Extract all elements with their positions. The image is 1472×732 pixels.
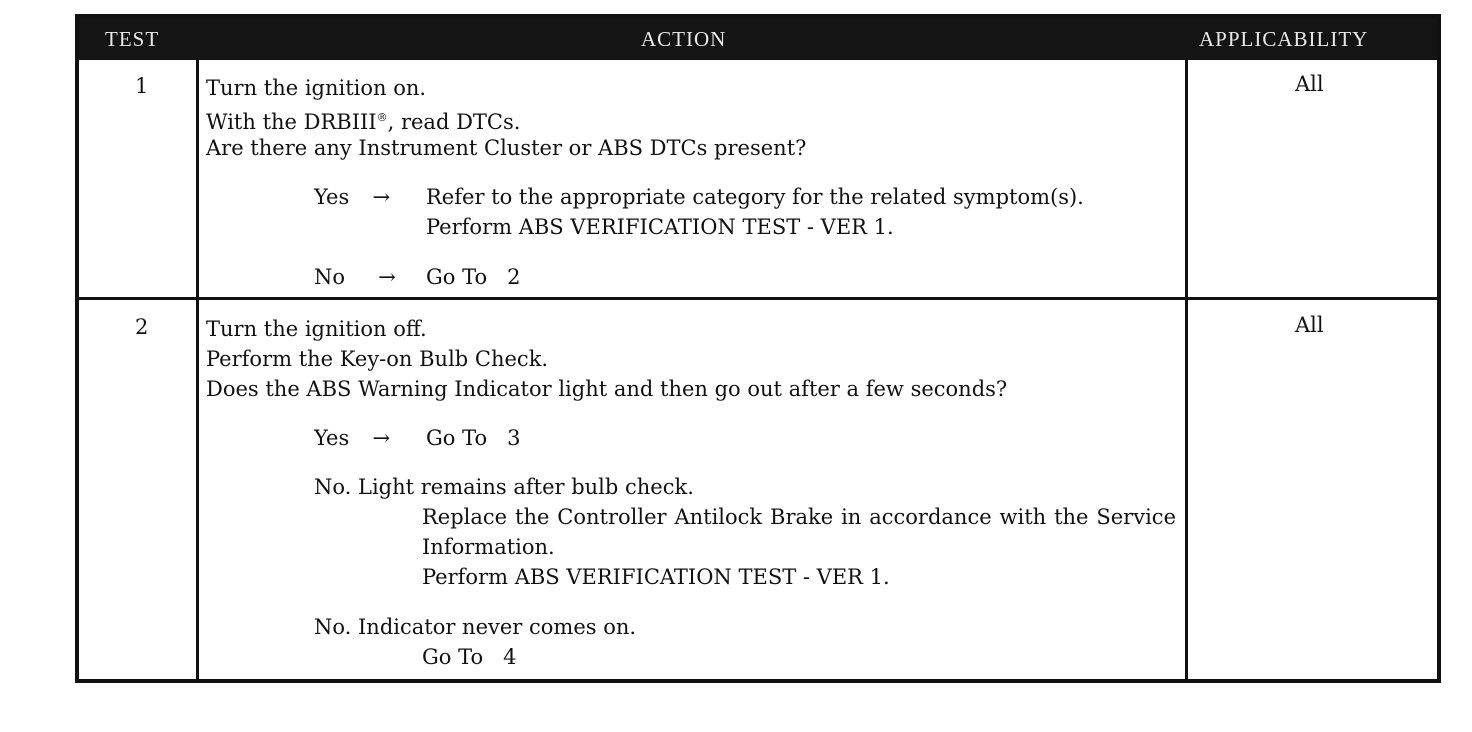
row-2-no-indicator-result: Go To 4 (422, 645, 517, 669)
row-1-yes-branch: Yes → (314, 182, 405, 212)
row-2-no-light-remains-result: Perform ABS VERIFICATION TEST - VER 1. (422, 565, 890, 589)
row-1-action-line: With the DRBIII®, read DTCs. (206, 103, 520, 137)
row-2-test-number: 2 (135, 315, 149, 339)
no-label: No (314, 265, 346, 289)
row-1-no-branch: No → (314, 262, 411, 292)
arrow-icon: → (378, 265, 396, 289)
row-1-action-line: Turn the ignition on. (206, 76, 427, 100)
registered-mark: ® (376, 111, 388, 124)
row-1-test-number: 1 (135, 74, 149, 98)
row-2-action-line: Perform the Key-on Bulb Check. (206, 347, 549, 371)
row-1-no-result: Go To 2 (426, 265, 521, 289)
row-1-action-text: With the DRBIII (206, 110, 377, 134)
table-header: TEST ACTION APPLICABILITY (79, 18, 1437, 60)
header-action: ACTION (641, 27, 727, 51)
row-1-action-text: , read DTCs. (387, 110, 521, 134)
row-2-applicability: All (1295, 313, 1324, 337)
header-test: TEST (105, 27, 160, 51)
row-2-yes-result: Go To 3 (426, 426, 521, 450)
arrow-icon: → (372, 185, 391, 209)
row-2-action-line: Does the ABS Warning Indicator light and… (206, 377, 1008, 401)
row-1-yes-result: Refer to the appropriate category for th… (426, 185, 1084, 209)
row-2-action-line: Turn the ignition off. (206, 317, 427, 341)
row-2-no-light-remains: No. Light remains after bulb check. (314, 475, 694, 499)
row-2-no-light-remains-result: Replace the Controller Antilock Brake in… (422, 505, 1176, 559)
column-divider (1185, 60, 1188, 679)
row-2-yes-branch: Yes → (314, 423, 405, 453)
yes-label: Yes (314, 185, 350, 209)
row-2-no-indicator: No. Indicator never comes on. (314, 615, 637, 639)
row-1-yes-result: Perform ABS VERIFICATION TEST - VER 1. (426, 215, 894, 239)
row-divider (79, 297, 1437, 300)
column-divider (196, 60, 199, 679)
header-applicability: APPLICABILITY (1199, 27, 1369, 51)
row-1-action-line: Are there any Instrument Cluster or ABS … (206, 136, 807, 160)
arrow-icon: → (372, 426, 391, 450)
yes-label: Yes (314, 426, 350, 450)
diagnostic-test-table: TEST ACTION APPLICABILITY 1 All Turn the… (75, 14, 1441, 683)
row-1-applicability: All (1295, 72, 1324, 96)
